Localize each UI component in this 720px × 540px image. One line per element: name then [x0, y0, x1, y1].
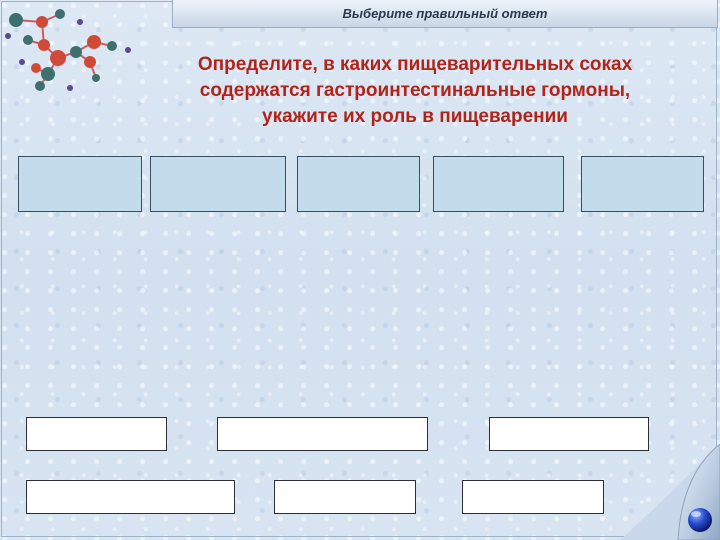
question-line: содержатся гастроинтестинальные гормоны,: [199, 80, 631, 101]
question-line: укажите их роль в пищеварении: [262, 106, 568, 127]
next-slide-orb-icon[interactable]: [686, 506, 714, 534]
option-box-5[interactable]: [274, 480, 416, 514]
molecule-icon: [5, 9, 131, 91]
answer-slot-1[interactable]: [18, 156, 142, 212]
option-box-2[interactable]: [217, 417, 428, 451]
answer-slot-4[interactable]: [433, 156, 564, 212]
question-text: Определите, в каких пищеварительных сока…: [130, 52, 700, 130]
option-box-6[interactable]: [462, 480, 604, 514]
option-box-4[interactable]: [26, 480, 235, 514]
header-bar: Выберите правильный ответ: [172, 0, 718, 28]
header-title: Выберите правильный ответ: [342, 6, 548, 21]
answer-slot-2[interactable]: [150, 156, 286, 212]
answer-slot-3[interactable]: [297, 156, 420, 212]
option-box-3[interactable]: [489, 417, 649, 451]
option-box-1[interactable]: [26, 417, 167, 451]
question-line: Определите, в каких пищеварительных сока…: [197, 54, 633, 75]
answer-slot-5[interactable]: [581, 156, 704, 212]
